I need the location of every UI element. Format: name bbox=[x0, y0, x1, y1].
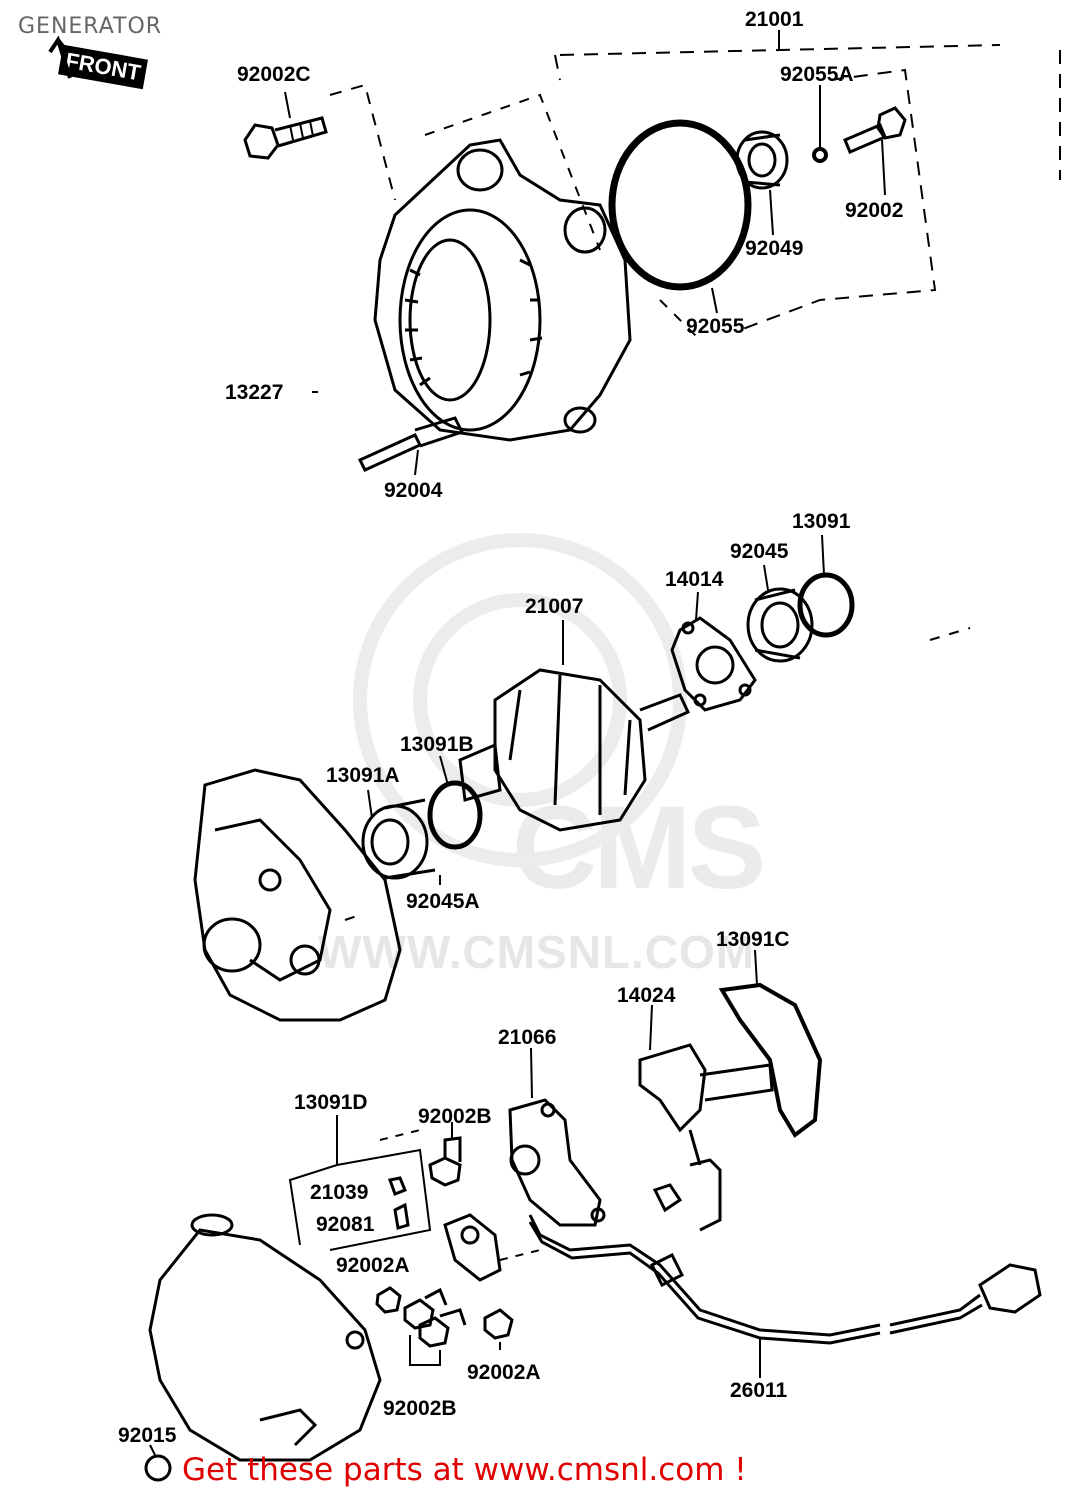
label-13091b: 13091B bbox=[400, 733, 474, 756]
label-92002: 92002 bbox=[845, 199, 904, 222]
label-14024: 14024 bbox=[617, 984, 676, 1007]
leader-13091b bbox=[439, 755, 449, 786]
lead-92004-icon bbox=[357, 416, 465, 472]
stator-13227-icon bbox=[373, 138, 632, 442]
label-92055a: 92055A bbox=[780, 63, 854, 86]
bracket-92002b-bottom bbox=[409, 1335, 441, 1366]
label-92015: 92015 bbox=[118, 1424, 177, 1447]
label-92002a-right: 92002A bbox=[467, 1361, 541, 1384]
watermark-url: WWW.CMSNL.COM bbox=[318, 926, 756, 978]
holder-14024-icon bbox=[638, 1043, 774, 1166]
dash-holder bbox=[499, 1249, 541, 1261]
leader-92049 bbox=[769, 189, 774, 236]
oring-92055-icon bbox=[608, 119, 752, 291]
leader-13091 bbox=[821, 534, 825, 576]
dash-right-13091 bbox=[929, 627, 971, 641]
dash-92055 bbox=[659, 299, 701, 341]
label-92002c: 92002C bbox=[237, 63, 311, 86]
rotor-21007-icon bbox=[458, 668, 691, 832]
label-92055: 92055 bbox=[686, 315, 745, 338]
label-92002a-left: 92002A bbox=[336, 1254, 410, 1277]
spring-21039-icon bbox=[388, 1176, 407, 1196]
bolt-92002a-left-icon bbox=[375, 1286, 402, 1314]
label-92004: 92004 bbox=[384, 479, 443, 502]
bolt-92002-icon bbox=[843, 106, 907, 154]
footer-link[interactable]: Get these parts at www.cmsnl.com ! bbox=[182, 1452, 747, 1488]
label-13091: 13091 bbox=[792, 510, 851, 533]
label-92081: 92081 bbox=[316, 1213, 375, 1236]
label-92049: 92049 bbox=[745, 237, 804, 260]
plate-14014-icon bbox=[670, 616, 757, 712]
label-92045: 92045 bbox=[730, 540, 789, 563]
seal-92049-icon bbox=[735, 130, 789, 190]
dash-13091d bbox=[379, 1129, 421, 1141]
label-21039: 21039 bbox=[310, 1181, 369, 1204]
label-92045a: 92045A bbox=[406, 890, 480, 913]
label-14014: 14014 bbox=[665, 568, 724, 591]
bolt-92002c-icon bbox=[243, 116, 328, 160]
leader-92004 bbox=[414, 449, 419, 476]
dash-rear-housing bbox=[344, 914, 361, 921]
ring-13091-icon bbox=[797, 572, 855, 638]
front-arrow-icon bbox=[48, 35, 72, 79]
label-92002b-bottom: 92002B bbox=[383, 1397, 457, 1420]
washer-92055a-icon bbox=[812, 147, 828, 163]
label-13091a: 13091A bbox=[326, 764, 400, 787]
dash-13227 bbox=[424, 93, 601, 251]
brush-92081-icon bbox=[393, 1202, 410, 1230]
leader-92055 bbox=[711, 287, 718, 314]
front-cover-icon bbox=[148, 1213, 382, 1462]
label-92002b-top: 92002B bbox=[418, 1105, 492, 1128]
leader-13091c bbox=[754, 949, 758, 986]
leader-92015 bbox=[149, 1444, 156, 1456]
label-13227: 13227 bbox=[225, 381, 284, 404]
leader-14024 bbox=[649, 1004, 653, 1051]
label-21066: 21066 bbox=[498, 1026, 557, 1049]
leader-92002 bbox=[881, 139, 886, 196]
screw-92015-icon bbox=[144, 1454, 172, 1482]
label-13091d: 13091D bbox=[294, 1091, 368, 1114]
label-13091c: 13091C bbox=[716, 928, 790, 951]
ring-13091b-icon bbox=[427, 780, 483, 850]
brush-13091c-icon bbox=[718, 982, 823, 1138]
leader-14014 bbox=[695, 591, 699, 621]
bolt-92002b-2-icon bbox=[418, 1308, 467, 1348]
bearing-92045-icon bbox=[746, 587, 814, 663]
label-21007: 21007 bbox=[525, 595, 584, 618]
regulator-21066-icon bbox=[508, 1098, 606, 1227]
bolt-92002b-top-icon bbox=[428, 1136, 462, 1187]
page-title: GENERATOR bbox=[18, 14, 163, 39]
bolt-92002a-right-icon bbox=[483, 1308, 514, 1340]
rear-housing-icon bbox=[193, 768, 402, 1022]
bearing-92045a-icon bbox=[361, 798, 436, 880]
bracket-13091d bbox=[288, 1115, 432, 1251]
bolt-92002b-1-icon bbox=[403, 1287, 448, 1330]
label-21001: 21001 bbox=[745, 8, 804, 31]
harness-26011-icon bbox=[528, 1158, 1042, 1345]
label-26011: 26011 bbox=[730, 1379, 788, 1402]
leader-92002c bbox=[284, 91, 291, 119]
leader-13091a bbox=[367, 789, 373, 819]
brush-holder-icon bbox=[443, 1213, 502, 1282]
assembly-outline-21001 bbox=[554, 44, 1061, 331]
dash-92002c bbox=[329, 83, 396, 201]
leader-21066 bbox=[530, 1047, 533, 1099]
leader-92045 bbox=[763, 564, 769, 591]
